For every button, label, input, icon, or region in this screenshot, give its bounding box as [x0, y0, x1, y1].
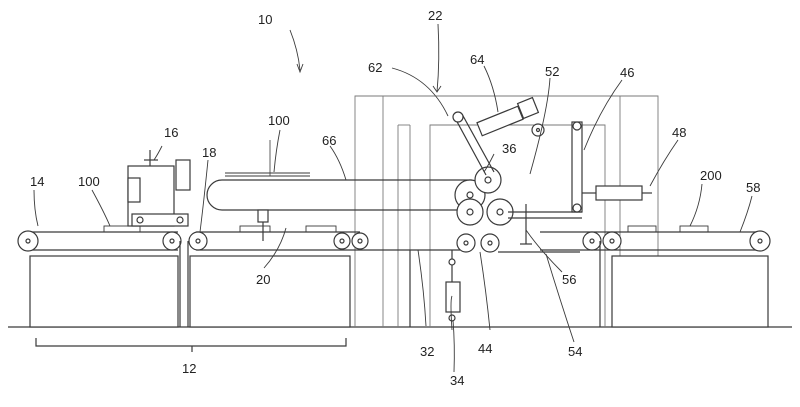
numeral-62: 62	[368, 60, 382, 75]
numeral-16: 16	[164, 125, 178, 140]
station-bracket	[35, 338, 347, 352]
actuator	[445, 250, 461, 322]
numeral-46: 46	[620, 65, 634, 80]
numeral-200: 200	[700, 168, 722, 183]
second-conveyor	[187, 225, 369, 328]
numeral-100-upper: 100	[268, 113, 290, 128]
numeral-10: 10	[258, 12, 272, 27]
output-conveyor	[540, 225, 771, 328]
first-conveyor	[17, 230, 182, 328]
numeral-18: 18	[202, 145, 216, 160]
numeral-34: 34	[450, 373, 464, 388]
numeral-56: 56	[562, 272, 576, 287]
numeral-14: 14	[30, 174, 44, 189]
workpiece-left	[103, 225, 141, 233]
numeral-52: 52	[545, 64, 559, 79]
unit-16	[127, 150, 191, 227]
roller-assembly	[456, 166, 532, 253]
pivot-arm	[508, 121, 652, 219]
numeral-32: 32	[420, 344, 434, 359]
numeral-48: 48	[672, 125, 686, 140]
numeral-36: 36	[502, 141, 516, 156]
numeral-58: 58	[746, 180, 760, 195]
numeral-64: 64	[470, 52, 484, 67]
numeral-54: 54	[568, 344, 582, 359]
lever-and-motor	[452, 96, 545, 176]
reference-numerals: 10 22 62 64 52 46 48 36 16 100 66 18 14 …	[30, 8, 760, 388]
numeral-20: 20	[256, 272, 270, 287]
numeral-22: 22	[428, 8, 442, 23]
numeral-66: 66	[322, 133, 336, 148]
lower-conveyor	[360, 249, 580, 327]
numeral-100-left: 100	[78, 174, 100, 189]
numeral-12: 12	[182, 361, 196, 376]
housing-frame	[354, 95, 659, 327]
leader-lines	[33, 23, 753, 373]
numeral-44: 44	[478, 341, 492, 356]
